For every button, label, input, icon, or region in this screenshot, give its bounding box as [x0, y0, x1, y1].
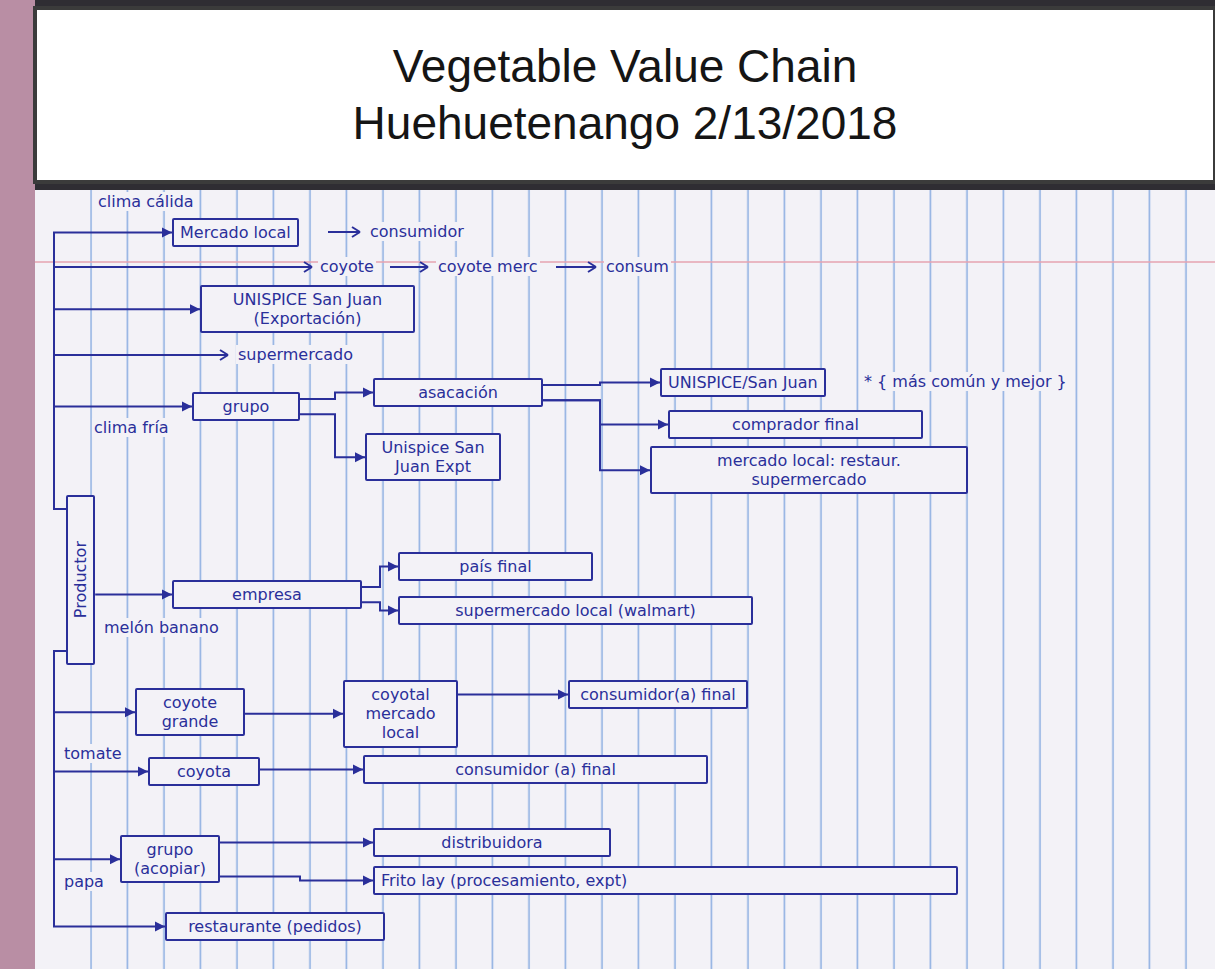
- flow-box: grupo (acopiar): [120, 835, 220, 883]
- flow-box: coyotal mercado local: [343, 680, 458, 748]
- box-text: Unispice San Juan Expt: [373, 438, 493, 476]
- flow-box: consumidor(a) final: [568, 680, 748, 709]
- note-label: coyote: [318, 257, 376, 276]
- flow-box: país final: [398, 552, 593, 581]
- flow-arrow: [543, 378, 660, 388]
- note-label: * { más común y mejor }: [862, 372, 1069, 391]
- box-text: supermercado local (walmart): [406, 601, 745, 620]
- flow-box: distribuidora: [373, 828, 611, 857]
- flow-box: restaurante (pedidos): [165, 912, 385, 941]
- box-text: Productor: [71, 541, 90, 618]
- note-label: consum: [604, 257, 671, 276]
- flow-arrow: [362, 562, 398, 587]
- box-text: asacación: [381, 383, 535, 402]
- box-text: UNISPICE San Juan (Exportación): [208, 290, 407, 328]
- flow-arrow: [220, 838, 373, 848]
- note-label: coyote merc: [436, 257, 540, 276]
- box-text: mercado local: restaur. supermercado: [658, 451, 960, 489]
- flow-arrow: [95, 590, 172, 600]
- flow-box: mercado local: restaur. supermercado: [650, 446, 968, 494]
- box-text: comprador final: [676, 415, 915, 434]
- box-text: restaurante (pedidos): [173, 917, 377, 936]
- flow-arrow: [54, 402, 192, 509]
- flow-box: UNISPICE/San Juan: [660, 368, 826, 397]
- note-label: tomate: [62, 744, 124, 763]
- flow-arrow: [54, 304, 200, 509]
- flow-arrow: [543, 400, 650, 475]
- flow-arrow: [245, 709, 343, 719]
- note-label: clima fría: [92, 418, 171, 437]
- box-text: empresa: [180, 585, 354, 604]
- flow-box: empresa: [172, 580, 362, 609]
- flow-box: consumidor (a) final: [363, 755, 708, 784]
- note-label: consumidor: [368, 222, 466, 241]
- box-text: país final: [406, 557, 585, 576]
- box-text: consumidor(a) final: [576, 685, 740, 704]
- flow-box: asacación: [373, 378, 543, 407]
- box-text: Mercado local: [180, 223, 291, 242]
- box-text: grupo: [200, 397, 292, 416]
- flow-box: coyota: [148, 757, 260, 786]
- note-label: clima cálida: [96, 192, 196, 211]
- note-label: papa: [62, 872, 106, 891]
- flow-arrow: [543, 400, 668, 429]
- flow-box: comprador final: [668, 410, 923, 439]
- box-text: distribuidora: [381, 833, 603, 852]
- flow-box: UNISPICE San Juan (Exportación): [200, 285, 415, 333]
- flow-arrow: [458, 690, 568, 700]
- flow-arrow: [220, 876, 373, 886]
- box-text: consumidor (a) final: [371, 760, 700, 779]
- page-title: Vegetable Value Chain Huehuetenango 2/13…: [325, 38, 925, 153]
- box-text: coyotal mercado local: [351, 685, 450, 743]
- flow-box: Frito lay (procesamiento, expt): [373, 866, 958, 895]
- flow-box: Mercado local: [172, 218, 299, 247]
- producer-box: Productor: [66, 495, 95, 665]
- flow-box: Unispice San Juan Expt: [365, 433, 501, 481]
- note-label: melón banano: [102, 618, 221, 637]
- leader-arrows: [54, 227, 596, 360]
- flow-arrow: [300, 388, 373, 399]
- flow-box: supermercado local (walmart): [398, 596, 753, 625]
- flow-arrow: [54, 651, 148, 777]
- box-text: grupo (acopiar): [128, 840, 212, 878]
- title-panel: Vegetable Value Chain Huehuetenango 2/13…: [35, 8, 1215, 182]
- flow-box: coyote grande: [135, 688, 245, 736]
- box-text: coyota: [156, 762, 252, 781]
- flow-arrow: [362, 602, 398, 615]
- flow-arrow: [54, 228, 172, 509]
- box-text: coyote grande: [143, 693, 237, 731]
- flow-arrow: [260, 765, 363, 775]
- flow-arrow: [300, 414, 365, 462]
- box-text: Frito lay (procesamiento, expt): [381, 871, 950, 890]
- note-label: supermercado: [236, 345, 355, 364]
- flow-box: grupo: [192, 392, 300, 421]
- box-text: UNISPICE/San Juan: [668, 373, 818, 392]
